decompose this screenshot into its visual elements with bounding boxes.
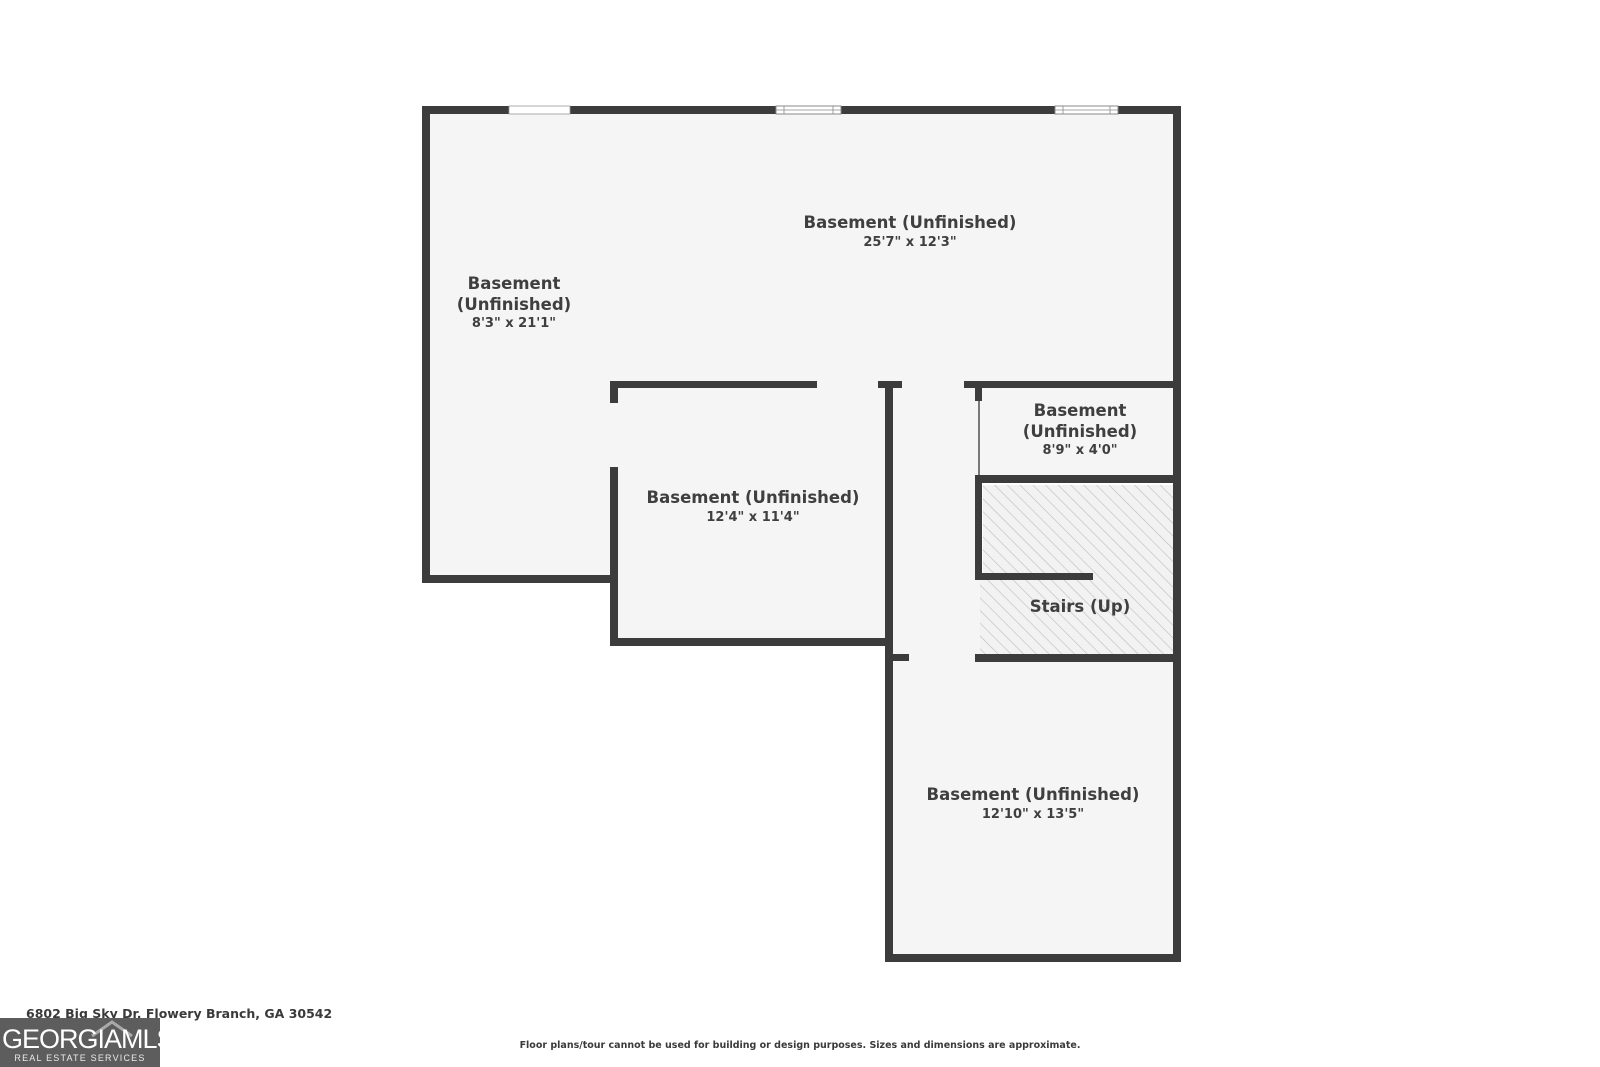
room-name: Basement (Unfinished) (646, 488, 860, 507)
logo-text: GEORGIAMLS (2, 1024, 160, 1054)
wall-middle-left-lower (610, 467, 618, 645)
wall-left (422, 106, 430, 583)
room-name: Basement (Unfinished) (803, 213, 1017, 232)
disclaimer: Floor plans/tour cannot be used for buil… (519, 1040, 1081, 1051)
wall-small-left (975, 381, 982, 401)
house-roof-icon (91, 1020, 133, 1038)
floor-small-room (980, 385, 1177, 480)
wall-stairs-landing (975, 573, 1093, 580)
stairs-hatch-upper (983, 485, 1177, 580)
room-name: Basement (Unfinished) (926, 785, 1140, 804)
floor-left-room (425, 385, 613, 578)
room-name: Stairs (Up) (1029, 597, 1131, 616)
room-dimensions: 12'10" x 13'5" (981, 806, 1085, 822)
wall-hall-left (885, 386, 893, 962)
stairs-hatch-lower (980, 580, 1177, 656)
wall-stairs-bottom (975, 654, 1181, 662)
wall-small-bottom (975, 475, 1181, 483)
window-1 (508, 105, 571, 115)
floor-upper-area (425, 110, 1177, 385)
room-label-left: Basement (Unfinished) 8'3" x 21'1" (414, 274, 614, 333)
room-label-small: Basement (Unfinished) 8'9" x 4'0" (982, 401, 1178, 460)
wall-middle-left-upper (610, 381, 618, 403)
wall-right (1173, 106, 1181, 962)
room-label-bottom: Basement (Unfinished) 12'10" x 13'5" (885, 785, 1181, 823)
room-name: Basement (Unfinished) (456, 274, 572, 314)
wall-left-bottom (422, 575, 616, 583)
room-label-middle: Basement (Unfinished) 12'4" x 11'4" (603, 488, 903, 526)
room-floors (425, 110, 1177, 960)
window-3 (1054, 105, 1119, 115)
partition-line (978, 401, 980, 475)
room-dimensions: 25'7" x 12'3" (863, 234, 957, 250)
room-dimensions: 8'9" x 4'0" (1042, 443, 1118, 459)
room-label-stairs: Stairs (Up) (982, 597, 1178, 618)
logo-subtext: REAL ESTATE SERVICES (14, 1053, 146, 1063)
wall-middle-bottom (610, 638, 891, 646)
room-dimensions: 12'4" x 11'4" (706, 509, 800, 525)
floor-bottom-room (888, 660, 1177, 958)
room-dimensions: 8'3" x 21'1" (471, 316, 557, 332)
wall-middle-top (610, 381, 817, 388)
wall-hall-stub-top (878, 381, 902, 388)
wall-hall-stub-bottom (885, 654, 909, 661)
stairs-hatch (980, 485, 1177, 656)
room-name: Basement (Unfinished) (1022, 401, 1138, 441)
room-label-top: Basement (Unfinished) 25'7" x 12'3" (760, 213, 1060, 251)
wall-small-top (964, 381, 1181, 388)
property-address: 6802 Big Sky Dr, Flowery Branch, GA 3054… (26, 1006, 333, 1021)
wall-stairs-left (975, 475, 982, 580)
floor-middle-room (613, 385, 888, 640)
windows (508, 105, 1119, 115)
georgia-mls-logo: GEORGIAMLS REAL ESTATE SERVICES (0, 1018, 160, 1067)
window-2 (775, 105, 842, 115)
wall-bottom (885, 954, 1181, 962)
